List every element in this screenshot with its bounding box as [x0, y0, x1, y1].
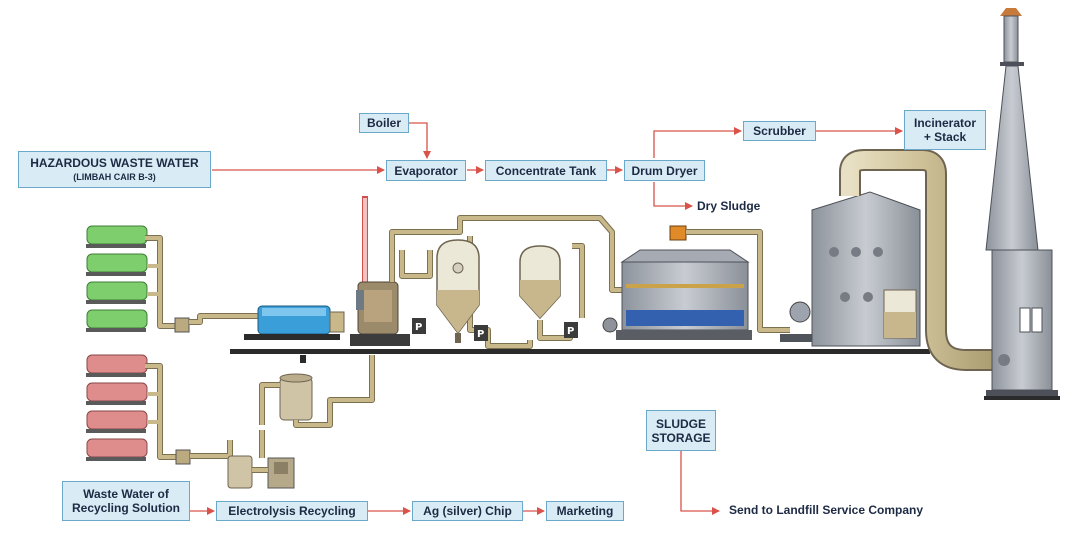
- pump-label: P: [477, 329, 484, 340]
- concentrate-vessel: [519, 245, 561, 320]
- scrubber-label: Scrubber: [743, 121, 816, 141]
- waste-line2: Recycling Solution: [71, 501, 180, 515]
- send-to-landfill-text: Send to Landfill Service Company: [729, 503, 924, 517]
- sludge-line1: SLUDGE: [655, 416, 706, 431]
- pump-label: P: [567, 326, 574, 337]
- marketing-label: Marketing: [546, 501, 624, 521]
- incinerator-line1: Incinerator: [913, 116, 976, 130]
- drum-dryer-label: Drum Dryer: [624, 160, 705, 181]
- hazardous-title: HAZARDOUS WASTE WATER: [30, 155, 199, 170]
- sludge-storage-label: SLUDGE STORAGE: [646, 410, 716, 451]
- boiler-text: Boiler: [366, 116, 401, 130]
- drum-dryer-text: Drum Dryer: [631, 163, 698, 178]
- electrolysis-unit: [227, 355, 375, 489]
- drum-dryer-unit: [602, 225, 790, 340]
- flow-arrows: [190, 122, 903, 515]
- incinerator-stack-label: Incinerator + Stack: [904, 110, 986, 150]
- electrolysis-text: Electrolysis Recycling: [228, 504, 356, 518]
- scrubber-text: Scrubber: [753, 124, 806, 138]
- incinerator-line2: + Stack: [923, 130, 967, 144]
- evaporator-label: Evaporator: [386, 160, 466, 181]
- evaporator-text: Evaporator: [394, 163, 458, 178]
- boiler-label: Boiler: [359, 113, 409, 133]
- pump-label: P: [415, 322, 422, 333]
- dry-sludge-text: Dry Sludge: [697, 199, 761, 213]
- ag-chip-text: Ag (silver) Chip: [423, 504, 512, 518]
- process-piping: [389, 215, 630, 349]
- hazardous-subtitle: (LIMBAH CAIR B-3): [73, 171, 156, 182]
- hazardous-waste-water-label: HAZARDOUS WASTE WATER (LIMBAH CAIR B-3): [18, 151, 211, 188]
- marketing-text: Marketing: [556, 504, 614, 518]
- waste-line1: Waste Water of: [83, 487, 169, 501]
- scrubber-unit: [780, 191, 921, 347]
- blue-tank: [244, 305, 345, 340]
- concentrate-tank-label: Concentrate Tank: [485, 160, 607, 181]
- flue-duct: [839, 149, 1000, 371]
- incinerator-stack: [984, 8, 1060, 400]
- waste-water-recycling-label: Waste Water of Recycling Solution: [62, 481, 190, 521]
- electrolysis-recycling-label: Electrolysis Recycling: [216, 501, 368, 521]
- green-tanks: [86, 225, 258, 333]
- pump-markers: P P P: [412, 318, 578, 341]
- concentrate-tank-text: Concentrate Tank: [495, 163, 597, 178]
- base-platform: [230, 349, 930, 363]
- ag-silver-chip-label: Ag (silver) Chip: [412, 501, 523, 521]
- boiler-unit: [350, 196, 410, 346]
- sludge-line2: STORAGE: [651, 430, 711, 445]
- red-tanks: [86, 354, 233, 465]
- evaporator-vessel: [436, 239, 480, 343]
